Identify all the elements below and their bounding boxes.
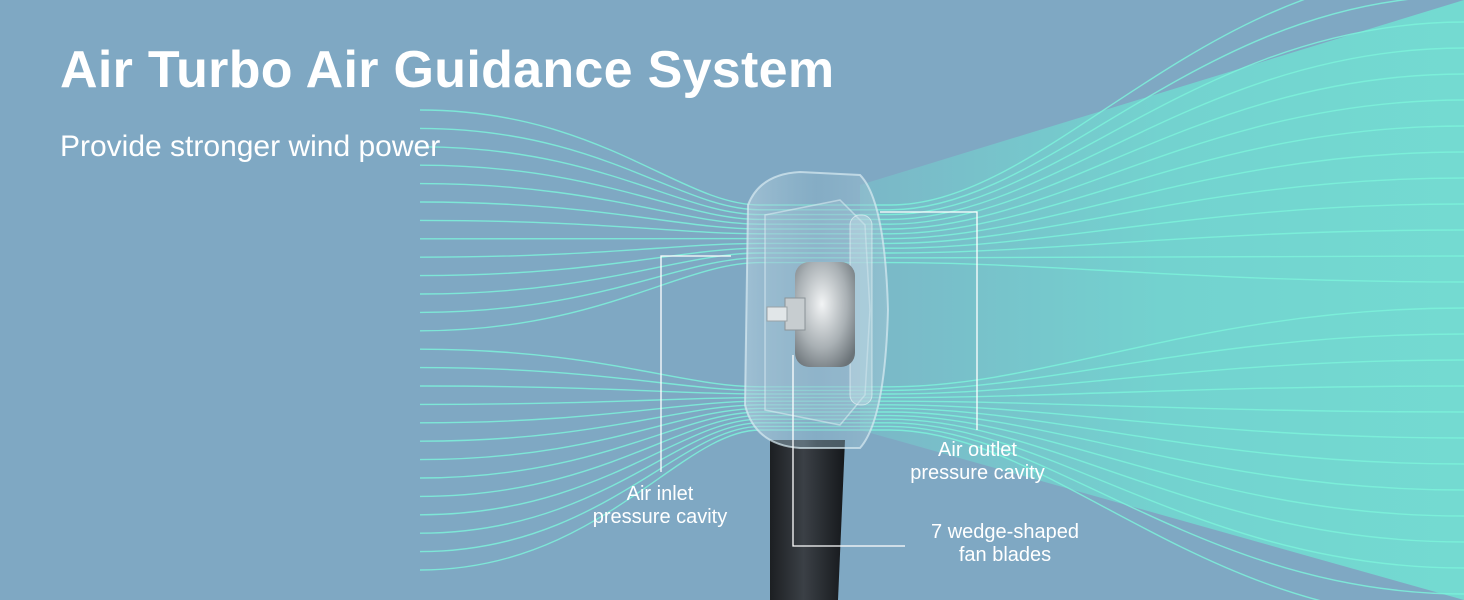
page-title: Air Turbo Air Guidance System — [60, 41, 835, 99]
page-subtitle: Provide stronger wind power — [60, 130, 441, 163]
blades-callout-label: 7 wedge-shaped fan blades — [900, 521, 1110, 567]
dryer-handle — [770, 440, 845, 600]
inlet-label-line2: pressure cavity — [592, 506, 728, 528]
motor-housing — [795, 262, 855, 367]
callout-lines — [660, 211, 978, 547]
outlet-callout-label: Air outlet pressure cavity — [890, 439, 1065, 485]
inlet-label-line1: Air inlet — [626, 483, 694, 505]
inlet-callout-line — [660, 255, 731, 472]
blades-label-line1: 7 wedge-shaped — [931, 521, 1079, 543]
outlet-label-line2: pressure cavity — [910, 462, 1045, 484]
inlet-callout-label: Air inlet pressure cavity — [570, 483, 750, 529]
blades-callout-line — [792, 355, 905, 547]
outlet-callout-line — [880, 211, 978, 430]
blades-label-line2: fan blades — [958, 544, 1052, 566]
air-beam — [860, 0, 1464, 600]
outlet-label-line1: Air outlet — [938, 439, 1017, 461]
fan-hub — [784, 297, 806, 331]
